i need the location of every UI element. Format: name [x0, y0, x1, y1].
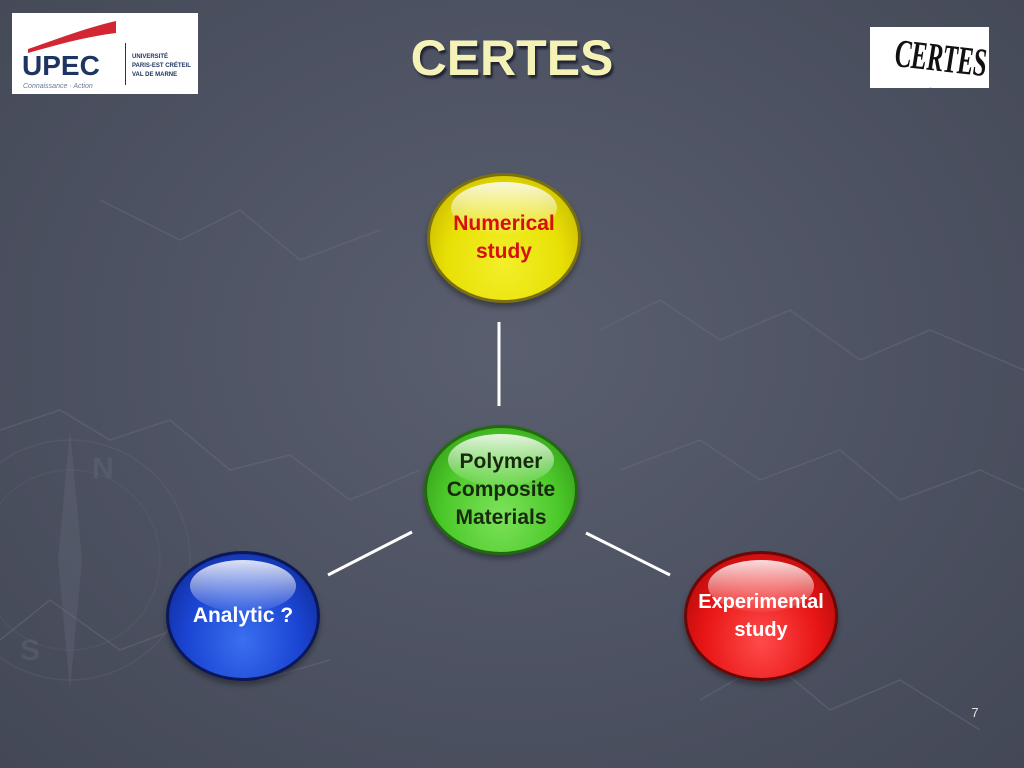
connector-polymer-experimental [585, 531, 671, 577]
node-experimental-study: Experimental study [684, 551, 838, 681]
upec-wordmark: UPEC [22, 50, 100, 81]
node-label-line: Composite [446, 478, 556, 501]
node-label: Experimental study [698, 588, 824, 644]
node-label-line: Analytic ? [192, 604, 294, 627]
svg-text:N: N [92, 452, 114, 485]
connector-polymer-analytic [327, 530, 413, 577]
svg-text:S: S [20, 634, 40, 667]
page-number: 7 [971, 705, 979, 720]
node-label-line: study [734, 619, 788, 641]
node-label-line: Numerical [453, 212, 555, 235]
node-label-line: Materials [455, 506, 547, 529]
node-analytic: Analytic ? [166, 551, 320, 681]
upec-university-line: VAL DE MARNE [132, 72, 178, 78]
upec-divider [125, 43, 126, 85]
node-label-line: study [475, 240, 532, 263]
upec-logo: UPEC Connaissance · Action UNIVERSITÉ PA… [12, 13, 198, 94]
node-numerical-study: Numerical study [427, 173, 581, 303]
upec-university-line: PARIS-EST CRÉTEIL [132, 63, 191, 69]
node-label: Polymer Composite Materials [447, 448, 556, 532]
node-label: Analytic ? [193, 602, 293, 630]
upec-university-line: UNIVERSITÉ [132, 54, 169, 60]
node-label-line: Polymer [459, 450, 543, 473]
node-label: Numerical study [453, 210, 555, 266]
certes-logo: CERTES ! [870, 27, 989, 88]
slide-title: CERTES [410, 30, 614, 86]
node-polymer-composite-materials: Polymer Composite Materials [424, 425, 578, 555]
upec-tagline: Connaissance · Action [23, 83, 93, 90]
node-label-line: Experimental [698, 591, 824, 613]
upec-swoosh-icon [28, 21, 116, 53]
upec-university-name: UNIVERSITÉ PARIS-EST CRÉTEIL VAL DE MARN… [132, 53, 196, 80]
